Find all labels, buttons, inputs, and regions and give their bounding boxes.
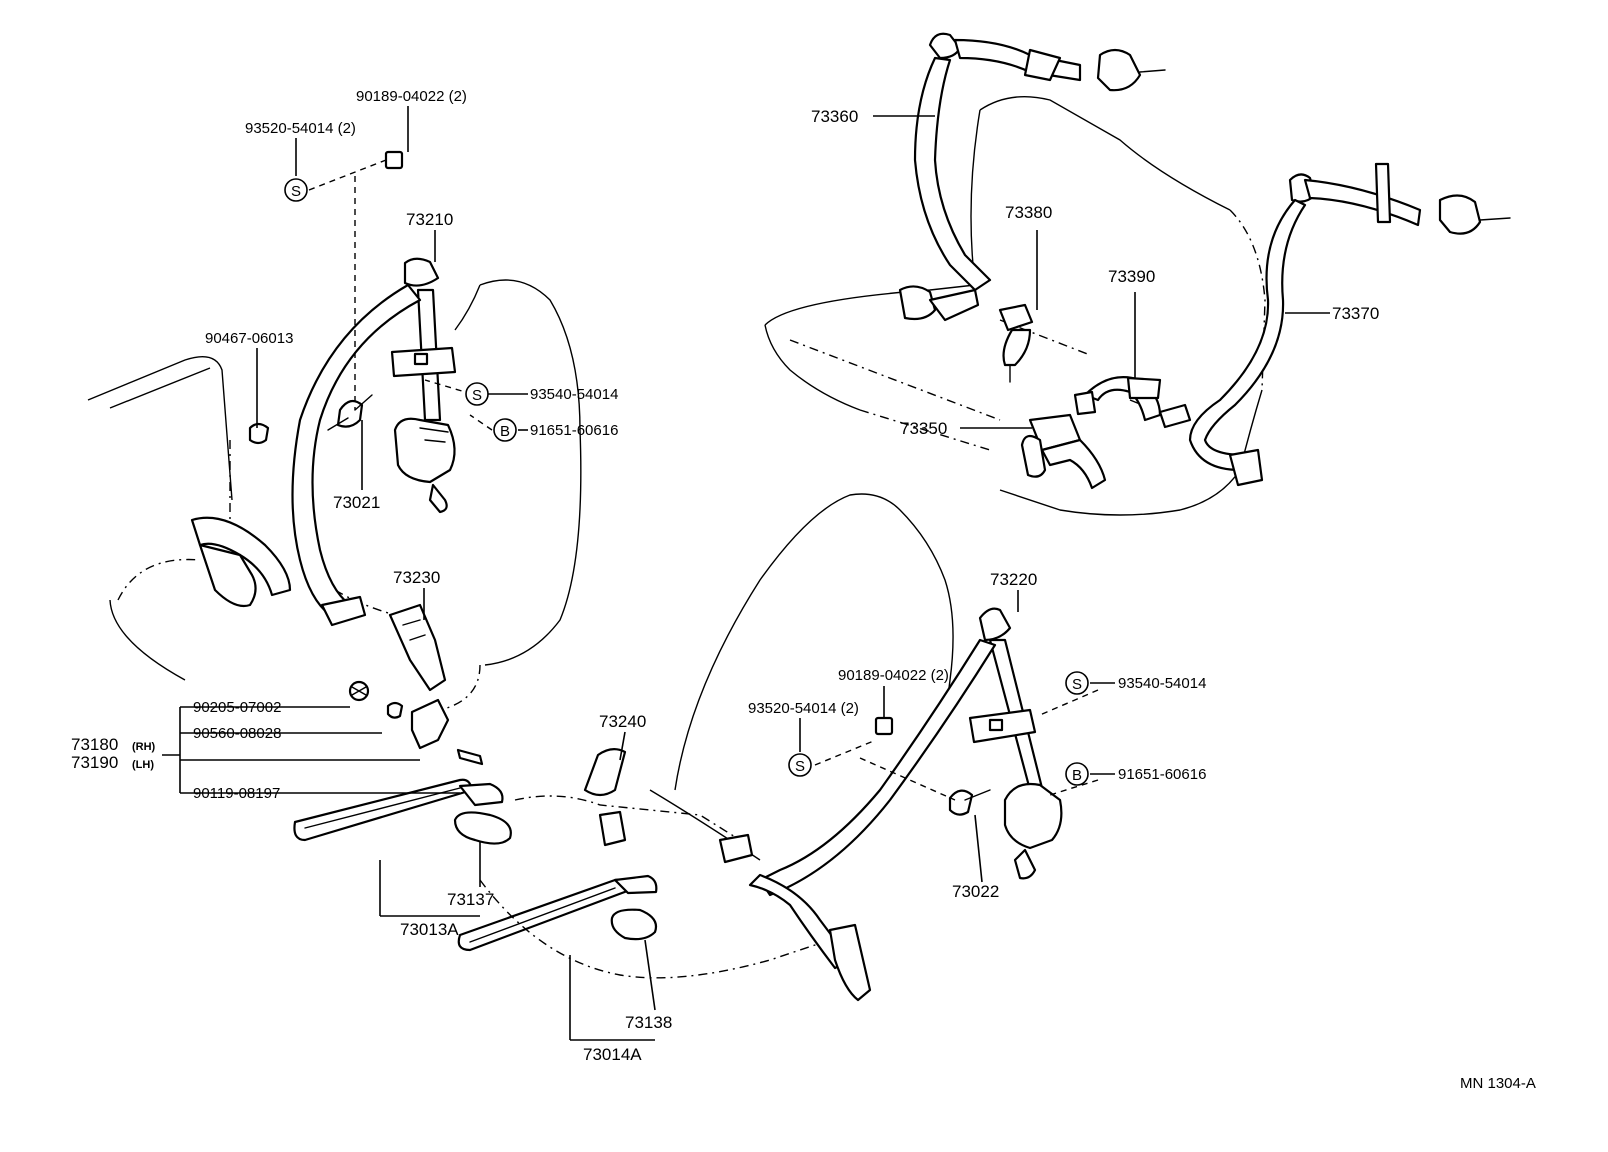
label-90189-04022-upper: 90189-04022 (2) <box>356 88 467 105</box>
label-73180: 73180 <box>71 735 118 754</box>
front-seat-belt-73220 <box>758 607 1063 897</box>
label-90560-08028: 90560-08028 <box>193 725 281 742</box>
drawing-code: MN 1304-A <box>1460 1075 1536 1092</box>
svg-text:B: B <box>500 423 510 440</box>
left-front-seat-outline <box>87 279 582 711</box>
b-symbol-2: B <box>1065 762 1089 786</box>
s-symbol-3: S <box>788 753 812 777</box>
svg-text:S: S <box>795 758 805 775</box>
nut-90189-04022-upper <box>384 150 404 170</box>
front-seat-belt-73210 <box>291 257 457 617</box>
label-73230: 73230 <box>393 568 440 587</box>
label-73021: 73021 <box>333 493 380 512</box>
rail-cover-73137 <box>453 811 512 845</box>
label-73013A: 73013A <box>400 920 459 939</box>
label-73210: 73210 <box>406 210 453 229</box>
label-73220: 73220 <box>990 570 1037 589</box>
svg-text:S: S <box>472 387 482 404</box>
label-90467-06013: 90467-06013 <box>205 330 293 347</box>
label-73022: 73022 <box>952 882 999 901</box>
s-symbol-4: S <box>1065 671 1089 695</box>
label-73350: 73350 <box>900 419 947 438</box>
label-73014A: 73014A <box>583 1045 642 1064</box>
rear-buckle-73380 <box>998 303 1034 383</box>
rear-buckle-73390 <box>1073 376 1162 422</box>
label-93520-54014-lower: 93520-54014 (2) <box>748 700 859 717</box>
label-73180-side: (RH) <box>132 741 156 753</box>
buckle-73240 <box>583 748 627 847</box>
rear-belt-73370 <box>1158 162 1511 487</box>
leader-lines <box>162 106 1330 1041</box>
rear-seat-outline <box>764 95 1266 516</box>
label-73390: 73390 <box>1108 267 1155 286</box>
label-73138: 73138 <box>625 1013 672 1032</box>
clip-90467-06013 <box>248 422 270 445</box>
anchor-bracket-73180-73190 <box>348 680 484 766</box>
anchor-73022 <box>948 789 991 816</box>
label-73190: 73190 <box>71 753 118 772</box>
label-73240: 73240 <box>599 712 646 731</box>
label-90205-07002: 90205-07002 <box>193 699 281 716</box>
label-93540-54014-lower: 93540-54014 <box>1118 675 1206 692</box>
seat-rail-73013A <box>293 778 504 842</box>
s-symbol-2: S <box>465 382 489 406</box>
lower-belt-right <box>718 833 872 1002</box>
s-symbol-1: S <box>284 178 308 202</box>
label-93520-54014-upper: 93520-54014 (2) <box>245 120 356 137</box>
label-91651-60616-upper: 91651-60616 <box>530 422 618 439</box>
label-90189-04022-lower: 90189-04022 (2) <box>838 667 949 684</box>
label-91651-60616-lower: 91651-60616 <box>1118 766 1206 783</box>
b-symbol-1: B <box>493 418 517 442</box>
label-93540-54014-upper: 93540-54014 <box>530 386 618 403</box>
label-73137: 73137 <box>447 890 494 909</box>
anchor-73021 <box>327 394 373 431</box>
rear-buckle-73350 <box>1020 413 1107 490</box>
label-73370: 73370 <box>1332 304 1379 323</box>
nut-90189-04022-lower <box>874 716 894 736</box>
label-90119-08197: 90119-08197 <box>193 785 280 802</box>
label-73360: 73360 <box>811 107 858 126</box>
svg-text:B: B <box>1072 767 1082 784</box>
label-73190-side: (LH) <box>132 759 154 771</box>
rail-cover-73138 <box>610 908 658 941</box>
buckle-73230 <box>388 603 447 692</box>
svg-text:S: S <box>291 183 301 200</box>
label-73380: 73380 <box>1005 203 1052 222</box>
lower-belt-buckle-left <box>190 516 367 627</box>
seat-rail-73014A <box>457 874 658 952</box>
svg-text:S: S <box>1072 676 1082 693</box>
